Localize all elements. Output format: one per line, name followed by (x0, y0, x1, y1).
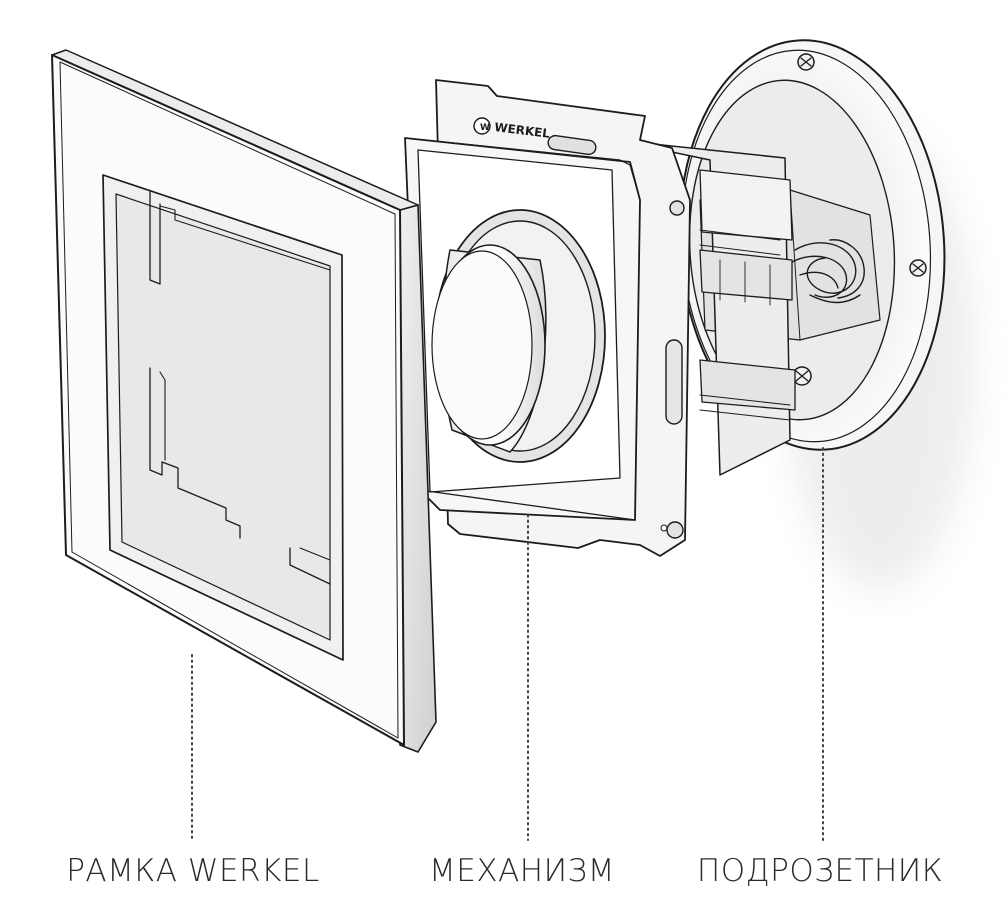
screw-icon (797, 53, 815, 71)
mechanism: W WERKEL (404, 79, 796, 557)
frame (51, 49, 437, 753)
back-box (678, 39, 975, 590)
svg-text:W: W (480, 123, 490, 133)
screw-icon (909, 259, 927, 277)
wires (791, 239, 865, 304)
label-back-box: ПОДРОЗЕТНИК (696, 853, 944, 889)
screw-icon (792, 366, 812, 386)
label-frame: РАМКА WERKEL (66, 853, 320, 889)
plate-brand-text: WERKEL (494, 120, 551, 141)
werkel-logo: W WERKEL (473, 117, 551, 141)
label-mechanism: МЕХАНИЗМ (429, 853, 615, 889)
